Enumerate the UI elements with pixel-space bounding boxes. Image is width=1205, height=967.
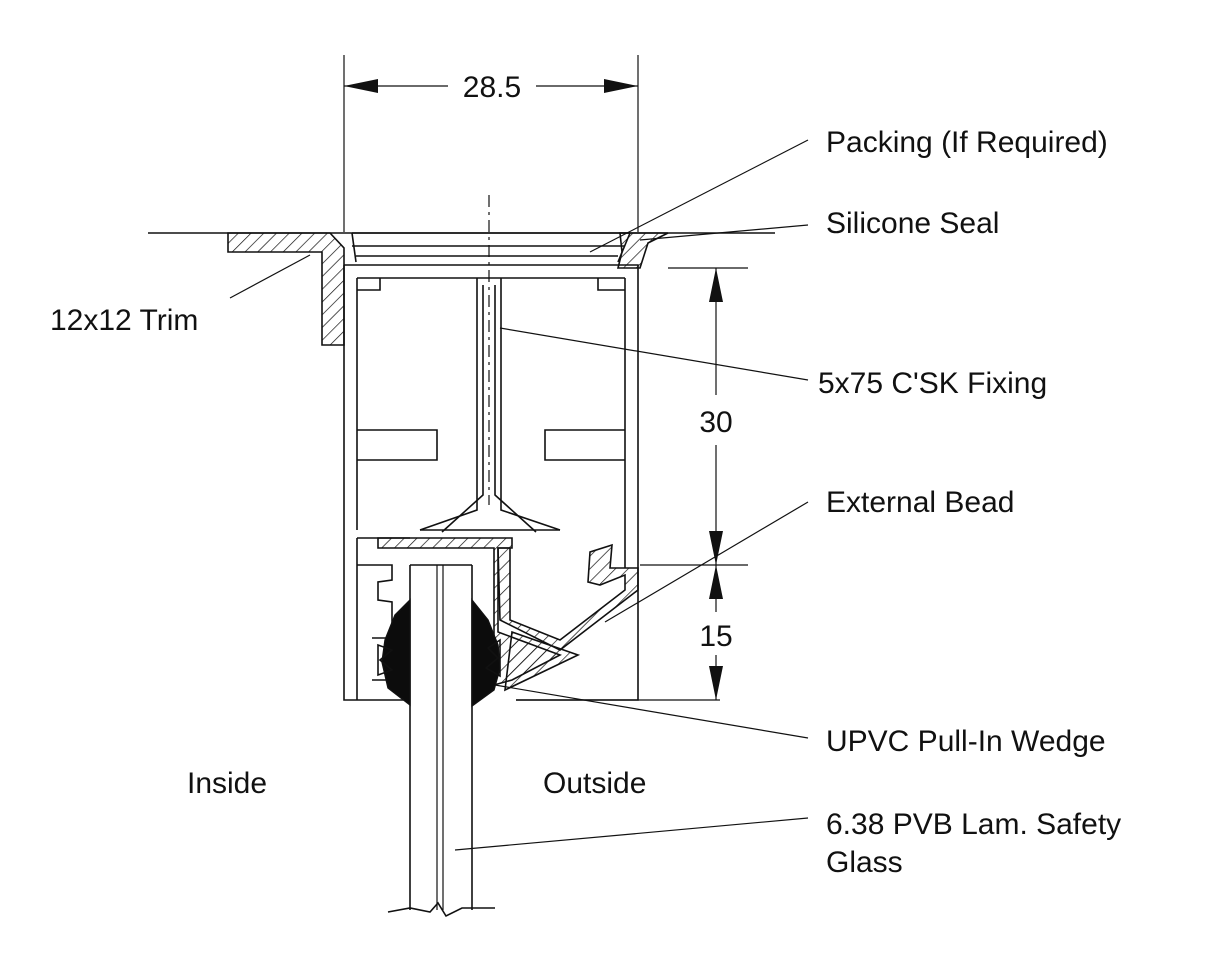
arrow-up-icon-2 bbox=[709, 565, 723, 599]
packing-strip bbox=[351, 232, 631, 263]
glass-panel bbox=[387, 564, 495, 918]
external-bead-body bbox=[497, 543, 639, 651]
glass-label-line2: Glass bbox=[826, 846, 903, 879]
inside-label: Inside bbox=[187, 767, 267, 800]
height-dimensions: 30 15 bbox=[516, 267, 748, 701]
outside-label: Outside bbox=[543, 767, 646, 800]
width-dimension: 28.5 bbox=[343, 55, 639, 232]
outer-gasket-key bbox=[484, 638, 501, 678]
bead-nose bbox=[504, 630, 581, 692]
width-dimension-label: 28.5 bbox=[463, 71, 521, 104]
fixing-screw bbox=[441, 195, 537, 533]
arrow-up-icon bbox=[709, 268, 723, 302]
wedge-label: UPVC Pull-In Wedge bbox=[826, 725, 1106, 758]
glass-label-line1: 6.38 PVB Lam. Safety bbox=[826, 808, 1121, 841]
arrow-right-icon bbox=[604, 79, 638, 93]
silicone-seal-label: Silicone Seal bbox=[826, 207, 999, 240]
trim-label: 12x12 Trim bbox=[50, 304, 198, 337]
packing-label: Packing (If Required) bbox=[826, 126, 1108, 159]
lower-height-label: 15 bbox=[699, 620, 732, 653]
fixing-label: 5x75 C'SK Fixing bbox=[818, 367, 1047, 400]
external-bead-label: External Bead bbox=[826, 486, 1014, 519]
trim-section bbox=[227, 232, 345, 346]
arrow-down-icon bbox=[709, 531, 723, 565]
inner-gasket-key bbox=[377, 643, 394, 677]
arrow-left-icon bbox=[344, 79, 378, 93]
leader-lines bbox=[229, 139, 809, 851]
upper-height-label: 30 bbox=[699, 406, 732, 439]
inner-gasket bbox=[381, 598, 411, 707]
arrow-down-icon-2 bbox=[709, 666, 723, 700]
